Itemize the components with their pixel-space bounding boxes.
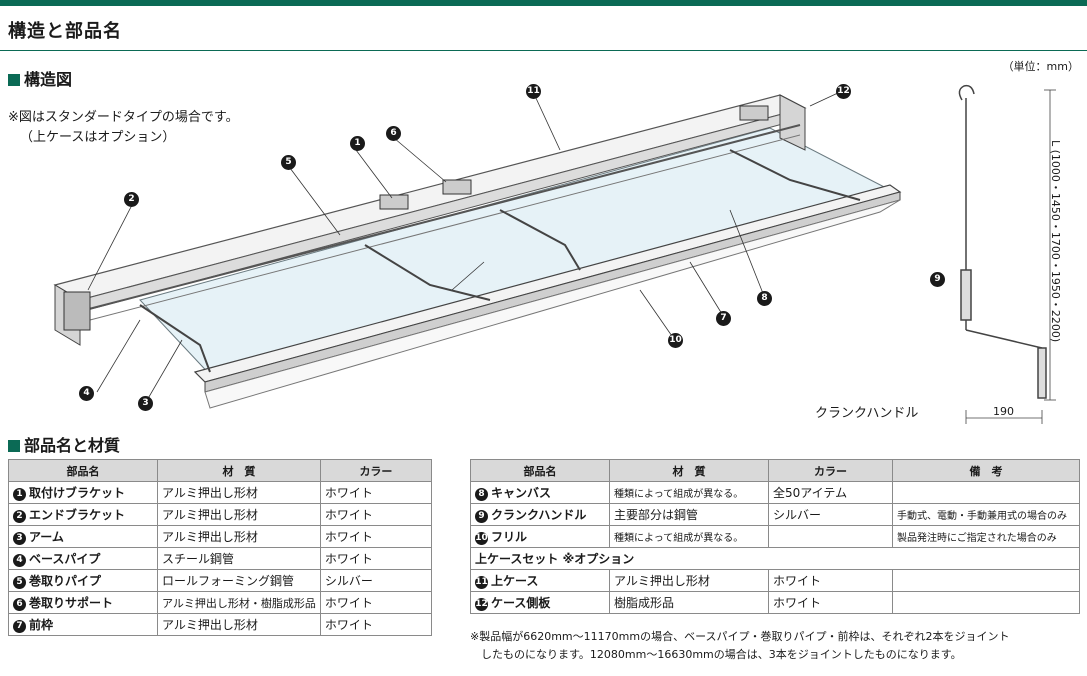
callout-3: 3 — [138, 396, 153, 411]
crank-length-dimension: L (1000・1450・1700・1950・2200) — [1049, 140, 1062, 343]
arm-right — [729, 149, 861, 201]
footnote-line: ※製品幅が6620mm～11170mmの場合、ベースパイプ・巻取りパイプ・前枠は… — [470, 630, 1010, 643]
footnote-line: したものになります。12080mm～16630mmの場合は、3本をジョイントした… — [470, 648, 962, 661]
col-header-note: 備 考 — [892, 459, 1080, 482]
crank-width-dimension: 190 — [993, 405, 1014, 418]
col-header-material: 材 質 — [157, 459, 321, 482]
col-header-color: カラー — [319, 459, 433, 482]
col-header-name: 部品名 — [8, 459, 158, 482]
title-divider — [0, 50, 1087, 51]
structure-note: ※図はスタンダードタイプの場合です。 （上ケースはオプション） — [8, 108, 239, 148]
callout-5: 5 — [281, 155, 296, 170]
unit-label: （単位：mm） — [1002, 60, 1079, 73]
callout-9: 9 — [930, 272, 945, 287]
col-header-name: 部品名 — [470, 459, 610, 482]
col-header-color: カラー — [768, 459, 893, 482]
arm-middle-left — [364, 244, 491, 301]
valance — [204, 199, 901, 409]
option-header-row: 上ケースセット ※オプション — [470, 547, 1080, 570]
arm-left — [139, 304, 211, 373]
top-accent-bar — [0, 0, 1087, 6]
crank-handle-label: クランクハンドル — [815, 406, 919, 421]
callout-8: 8 — [757, 291, 772, 306]
roller-support — [442, 179, 472, 195]
mounting-bracket — [379, 194, 409, 210]
arm-middle-right — [499, 209, 581, 271]
case-side-panel-right — [779, 94, 806, 151]
end-bracket — [63, 291, 91, 331]
note-line: （上ケースはオプション） — [20, 130, 176, 145]
callout-12: 12 — [836, 84, 851, 99]
crank-handle-drawing — [958, 84, 1047, 399]
mounting-bracket-right — [739, 105, 769, 121]
square-bullet-icon — [8, 74, 20, 86]
col-header-material: 材 質 — [609, 459, 769, 482]
page-title: 構造と部品名 — [8, 21, 122, 42]
callout-2: 2 — [124, 192, 139, 207]
square-bullet-icon — [8, 440, 20, 452]
callout-6: 6 — [386, 126, 401, 141]
note-line: ※図はスタンダードタイプの場合です。 — [8, 110, 239, 125]
callout-1: 1 — [350, 136, 365, 151]
callout-7: 7 — [716, 311, 731, 326]
structure-heading: 構造図 — [8, 66, 72, 90]
parts-heading: 部品名と材質 — [8, 432, 120, 456]
base-pipe — [89, 134, 801, 321]
callout-4: 4 — [79, 386, 94, 401]
roller-pipe — [84, 124, 801, 311]
callout-11: 11 — [526, 84, 541, 99]
footnote: ※製品幅が6620mm～11170mmの場合、ベースパイプ・巻取りパイプ・前枠は… — [470, 628, 1010, 664]
callout-10: 10 — [668, 333, 683, 348]
